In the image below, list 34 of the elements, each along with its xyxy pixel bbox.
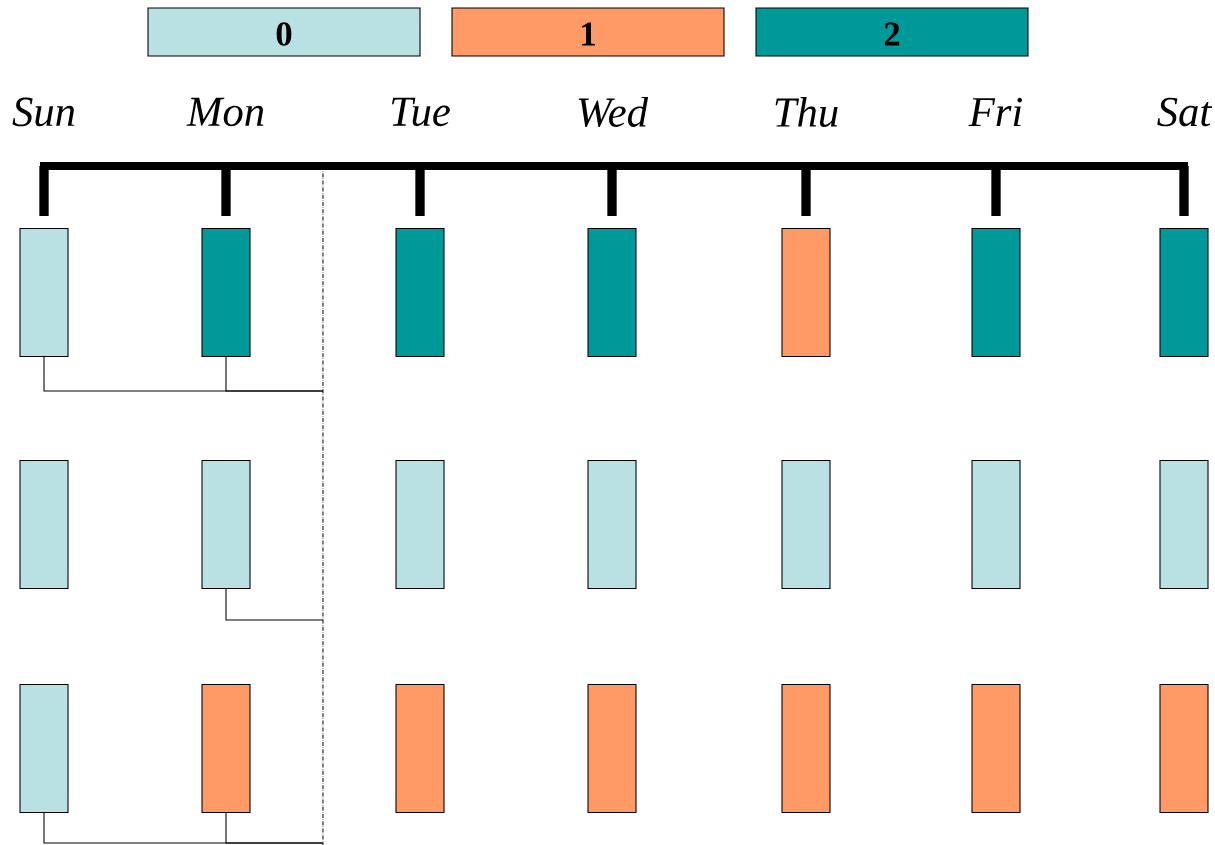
connector-line bbox=[225, 356, 324, 392]
day-box bbox=[971, 460, 1021, 590]
day-box bbox=[781, 460, 831, 590]
day-box bbox=[395, 460, 445, 590]
day-box bbox=[971, 228, 1021, 358]
connector-line bbox=[225, 812, 324, 844]
day-box bbox=[587, 684, 637, 814]
connector-line bbox=[225, 588, 324, 621]
day-box bbox=[1159, 684, 1209, 814]
day-label: Thu bbox=[775, 96, 838, 128]
day-box bbox=[395, 228, 445, 358]
day-label: Sun bbox=[12, 97, 75, 127]
day-box bbox=[781, 228, 831, 358]
day-box bbox=[395, 684, 445, 814]
legend-item: 1 bbox=[451, 7, 725, 57]
day-box bbox=[587, 228, 637, 358]
day-box bbox=[1159, 460, 1209, 590]
day-box bbox=[19, 460, 69, 590]
day-box bbox=[201, 460, 251, 590]
day-box bbox=[201, 684, 251, 814]
day-box bbox=[1159, 228, 1209, 358]
day-box bbox=[781, 684, 831, 814]
day-label: Tue bbox=[391, 97, 450, 127]
day-label: Mon bbox=[186, 97, 264, 127]
day-box bbox=[201, 228, 251, 358]
day-box bbox=[19, 228, 69, 358]
day-box bbox=[587, 460, 637, 590]
day-label: Fri bbox=[968, 97, 1022, 127]
day-box bbox=[971, 684, 1021, 814]
day-label: Sat bbox=[1157, 97, 1213, 127]
legend-item: 2 bbox=[755, 7, 1029, 57]
day-label: Wed bbox=[578, 96, 649, 128]
legend-item: 0 bbox=[147, 7, 421, 57]
day-box bbox=[19, 684, 69, 814]
